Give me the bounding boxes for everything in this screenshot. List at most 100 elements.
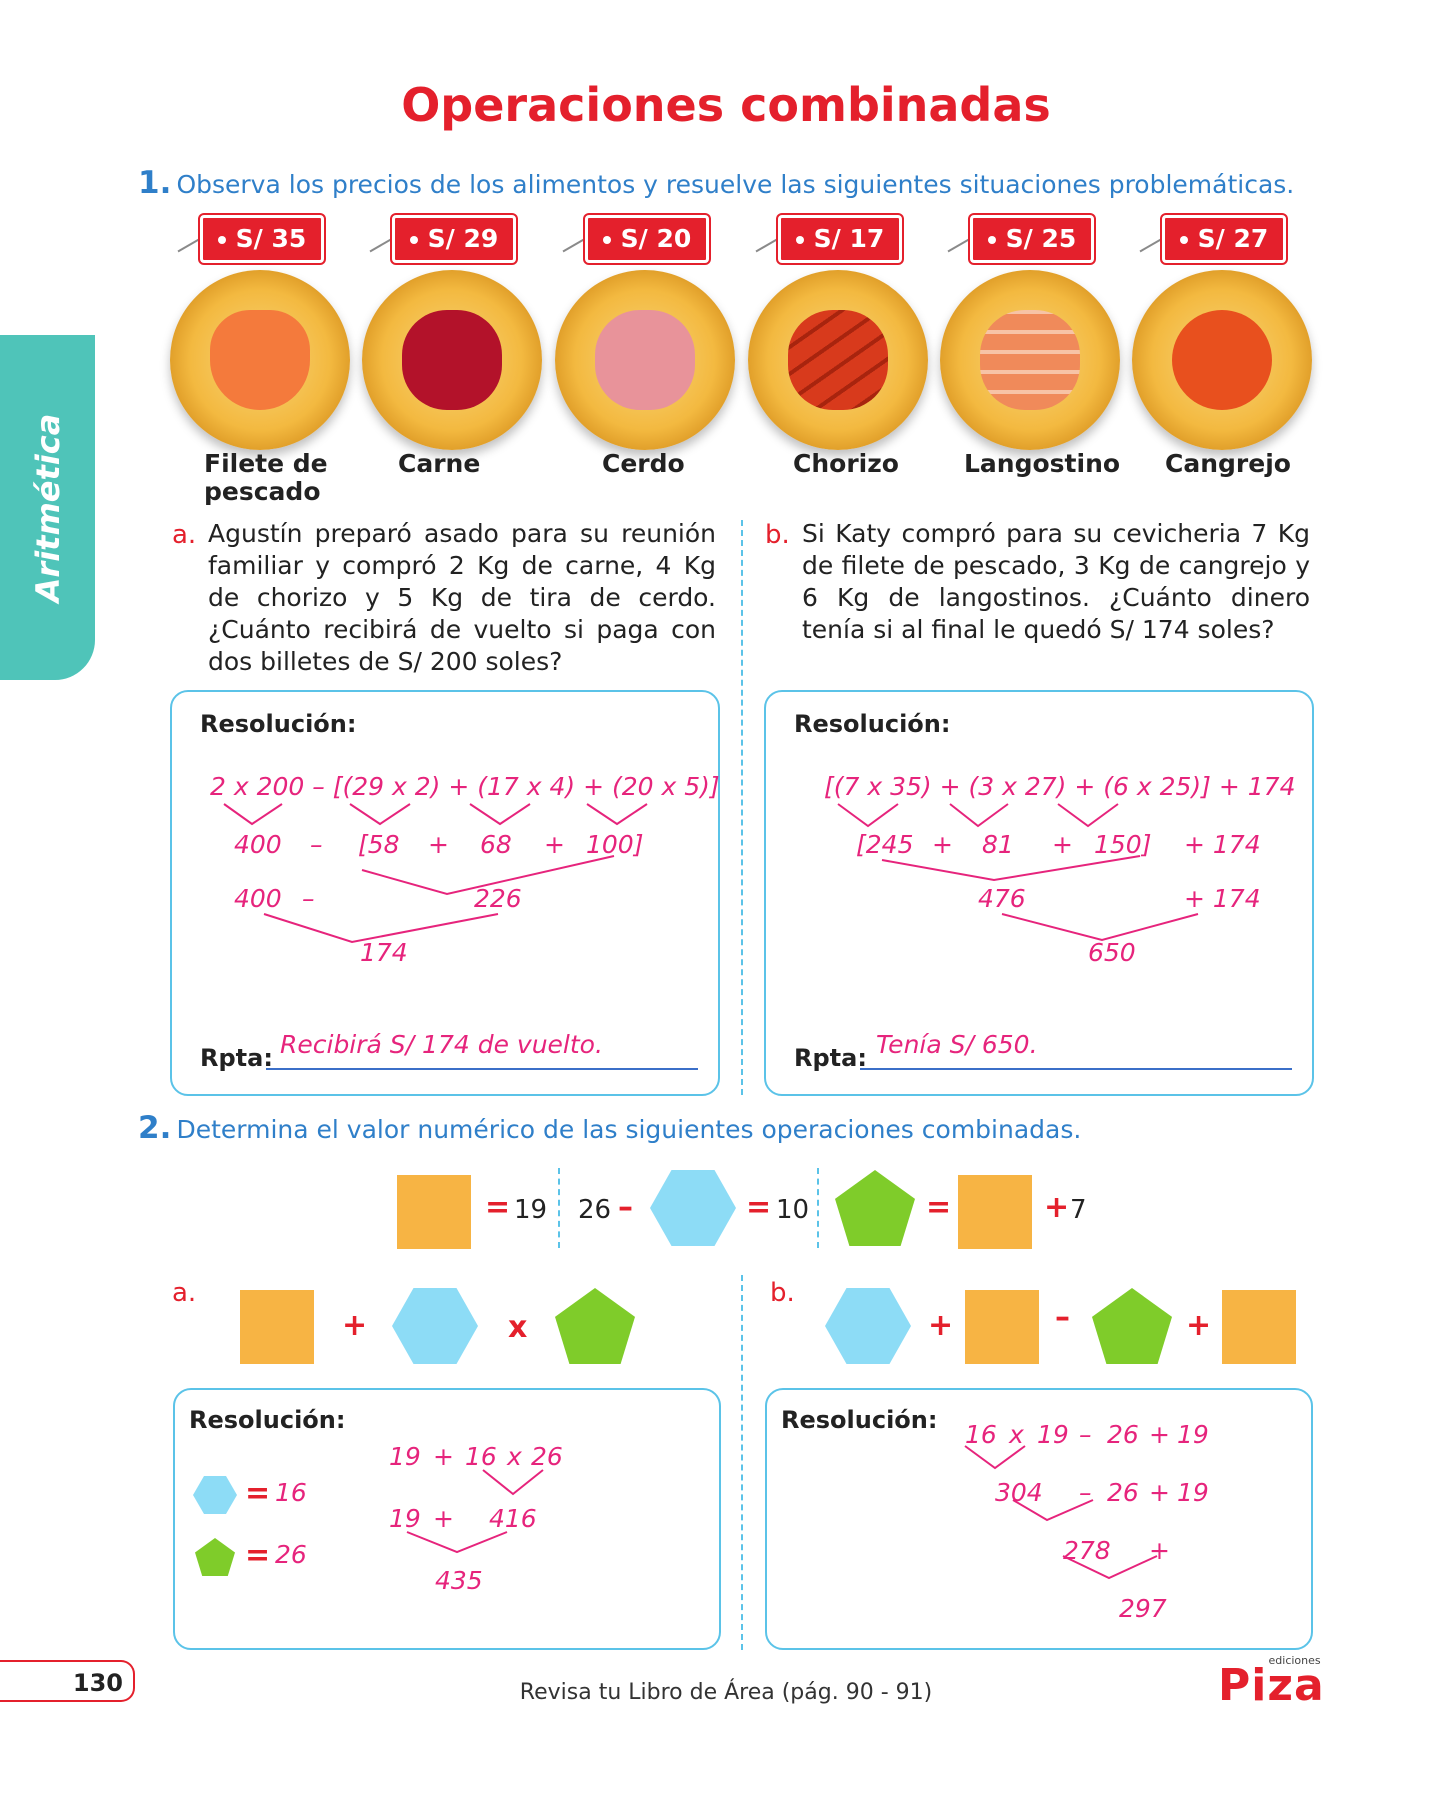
price-tag: S/ 35	[200, 215, 324, 263]
step-2-term: 400	[234, 830, 282, 859]
price-tag: S/ 17	[778, 215, 902, 263]
question-1-header: 1. Observa los precios de los alimentos …	[138, 165, 1294, 201]
step-2-term: 19	[389, 1504, 421, 1533]
salmon-image	[210, 310, 310, 410]
step-2-term: 150]	[1094, 830, 1152, 859]
step-3-term: +	[1149, 1536, 1170, 1565]
hexagon-shape	[825, 1288, 911, 1364]
step-3-term: 226	[474, 884, 522, 913]
step-1-term: –	[1079, 1420, 1092, 1449]
step-1-term: 16	[465, 1442, 497, 1471]
price-tag: S/ 27	[1162, 215, 1286, 263]
problem-a-letter: a.	[172, 520, 197, 550]
step-2-term: [245	[856, 830, 914, 859]
step-1-term: 26	[531, 1442, 563, 1471]
resolution-label: Resolución:	[781, 1406, 938, 1434]
price-tag-label: S/ 25	[1005, 224, 1077, 253]
beef-image	[402, 310, 502, 410]
hexagon-shape	[193, 1476, 237, 1514]
step-1-term: 26	[1107, 1420, 1139, 1449]
bracket-lines	[964, 1445, 1158, 1580]
step-2-term: 68	[480, 830, 512, 859]
bracket-lines	[406, 1469, 544, 1554]
side-tab: Aritmética	[0, 335, 95, 680]
question-2-number: 2.	[138, 1110, 172, 1146]
equals-sign: =	[245, 1476, 271, 1511]
equals-sign: =	[245, 1538, 271, 1573]
tag-hole-icon	[409, 236, 418, 244]
problem-b-letter: b.	[765, 520, 790, 550]
step-2-term: +	[1149, 1478, 1170, 1507]
equals-sign: =	[485, 1190, 511, 1225]
square-shape	[965, 1290, 1039, 1364]
square-value: 19	[514, 1195, 548, 1225]
eq2-left: 26	[578, 1195, 612, 1225]
resolution-label: Resolución:	[189, 1406, 346, 1434]
plus-sign: +	[342, 1308, 368, 1343]
tag-hole-icon	[217, 236, 226, 244]
step-4-result: 650	[1088, 938, 1136, 967]
step-2-term: 81	[982, 830, 1014, 859]
eq3-value: 7	[1070, 1195, 1087, 1225]
answer-label: Rpta:	[794, 1044, 867, 1072]
food-name: Chorizo	[793, 449, 899, 478]
tag-hole-icon	[987, 236, 996, 244]
food-plate	[362, 270, 542, 450]
resolution-label: Resolución:	[200, 710, 357, 738]
food-name: Cerdo	[602, 449, 685, 478]
problem-a-text: Agustín preparó asado para su reunión fa…	[208, 519, 716, 676]
food-plate	[748, 270, 928, 450]
resolution-box-a: Resolución: 2 x 200 – [(29 x 2) + (17 x …	[170, 690, 720, 1096]
resolution-label: Resolución:	[794, 710, 951, 738]
part-a-letter: a.	[172, 1278, 197, 1308]
hexagon-shape	[650, 1170, 736, 1246]
step-3-term: 476	[978, 884, 1026, 913]
step-2-term: –	[310, 830, 323, 859]
logo-text: Piza	[1218, 1660, 1325, 1711]
step-1-term: x	[507, 1442, 522, 1471]
resolution-box-b: Resolución: [(7 x 35) + (3 x 27) + (6 x …	[764, 690, 1314, 1096]
price-tag: S/ 20	[585, 215, 709, 263]
pentagon-shape	[835, 1170, 915, 1246]
step-1: [(7 x 35) + (3 x 27) + (6 x 25)] + 174	[824, 772, 1296, 801]
food-name: Filete de pescado	[204, 449, 328, 506]
question-1-number: 1.	[138, 165, 172, 201]
step-2-term: 416	[489, 1504, 537, 1533]
price-tag: S/ 29	[392, 215, 516, 263]
step-2-term: 100]	[586, 830, 644, 859]
price-tag-label: S/ 35	[235, 224, 307, 253]
footer-note: Revisa tu Libro de Área (pág. 90 - 91)	[519, 1680, 933, 1705]
food-plate	[1132, 270, 1312, 450]
step-1-term: 16	[965, 1420, 997, 1449]
step-3-term: –	[302, 884, 315, 913]
step-2-term: +	[428, 830, 449, 859]
step-3-term: 278	[1063, 1536, 1111, 1565]
step-1-term: +	[433, 1442, 454, 1471]
times-sign: x	[508, 1310, 528, 1345]
answer-label: Rpta:	[200, 1044, 273, 1072]
minus-sign: –	[1055, 1300, 1070, 1335]
square-shape	[397, 1175, 471, 1249]
step-4-result: 174	[360, 938, 408, 967]
step-2-term: +	[433, 1504, 454, 1533]
column-divider	[741, 1275, 743, 1650]
page-number: 130	[0, 1660, 135, 1702]
tag-hole-icon	[795, 236, 804, 244]
square-shape	[958, 1175, 1032, 1249]
step-2-term: +	[1052, 830, 1073, 859]
answer-line	[860, 1038, 1292, 1070]
side-tab-label: Aritmética	[28, 413, 67, 602]
minus-sign: –	[618, 1190, 633, 1225]
question-2-text: Determina el valor numérico de las sigui…	[176, 1115, 1082, 1144]
price-tag: S/ 25	[970, 215, 1094, 263]
step-3-term: + 174	[1184, 884, 1261, 913]
part-b-letter: b.	[770, 1278, 795, 1308]
food-plate	[170, 270, 350, 450]
bracket-lines	[223, 803, 648, 944]
column-divider	[741, 520, 743, 1095]
step-2-term: 304	[995, 1478, 1043, 1507]
defs-divider	[817, 1168, 819, 1248]
step-1-term: x	[1009, 1420, 1024, 1449]
price-tag-label: S/ 29	[427, 224, 499, 253]
step-1-term: 19	[1177, 1420, 1209, 1449]
